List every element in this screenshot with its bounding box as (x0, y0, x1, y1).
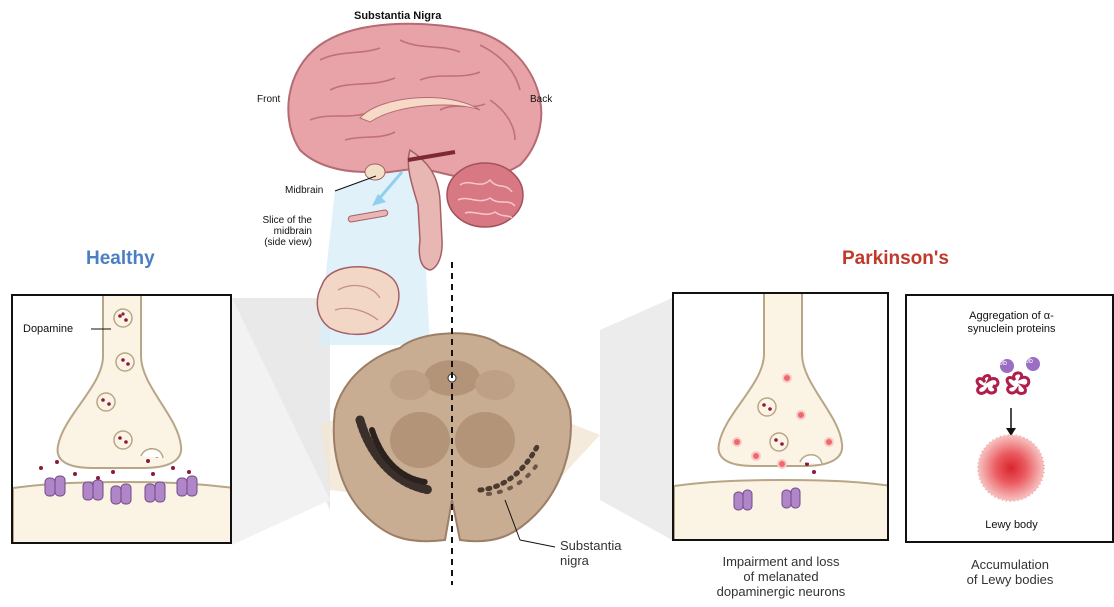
neurons-caption-line1: Impairment and loss (686, 554, 876, 569)
slice-label-line2: midbrain (257, 226, 312, 237)
front-label: Front (257, 94, 280, 105)
back-label: Back (530, 94, 552, 105)
parkinsons-heading: Parkinson's (842, 248, 949, 270)
nigra-leader-a (520, 540, 555, 547)
lewy-body-label: Lewy body (907, 519, 1114, 531)
healthy-synapse-panel: Dopamine (11, 294, 232, 544)
dopamine-label: Dopamine (23, 323, 73, 335)
parkinsons-synapse-panel (672, 292, 889, 541)
neurons-caption-line3: dopaminergic neurons (686, 584, 876, 599)
lewy-caption-line1: Accumulation (935, 557, 1085, 572)
slice-3d (317, 267, 399, 335)
lewy-body-panel: Aggregation of α- synuclein proteins Ub … (905, 294, 1114, 543)
lewy-body-graphic (907, 296, 1114, 543)
substantia-label-line1: Substantia (560, 538, 621, 553)
slice-label-line1: Slice of the (257, 215, 312, 226)
parkinsons-synapse-graphic (674, 294, 889, 541)
lewy-caption-line2: of Lewy bodies (935, 572, 1085, 587)
slice-label: Slice of the midbrain (side view) (257, 215, 312, 248)
substantia-nigra-label: Substantia nigra (560, 538, 621, 568)
healthy-heading: Healthy (86, 248, 155, 270)
lewy-caption: Accumulation of Lewy bodies (935, 557, 1085, 587)
neurons-caption: Impairment and loss of melanated dopamin… (686, 554, 876, 599)
right-projection (600, 298, 672, 540)
midbrain-label: Midbrain (285, 185, 323, 196)
slice-label-line3: (side view) (257, 237, 312, 248)
ub-label-2: Ub (1024, 358, 1033, 365)
page-title: Substantia Nigra (354, 10, 441, 22)
substantia-label-line2: nigra (560, 553, 621, 568)
ub-label-1: Ub (998, 360, 1007, 367)
neurons-caption-line2: of melanated (686, 569, 876, 584)
